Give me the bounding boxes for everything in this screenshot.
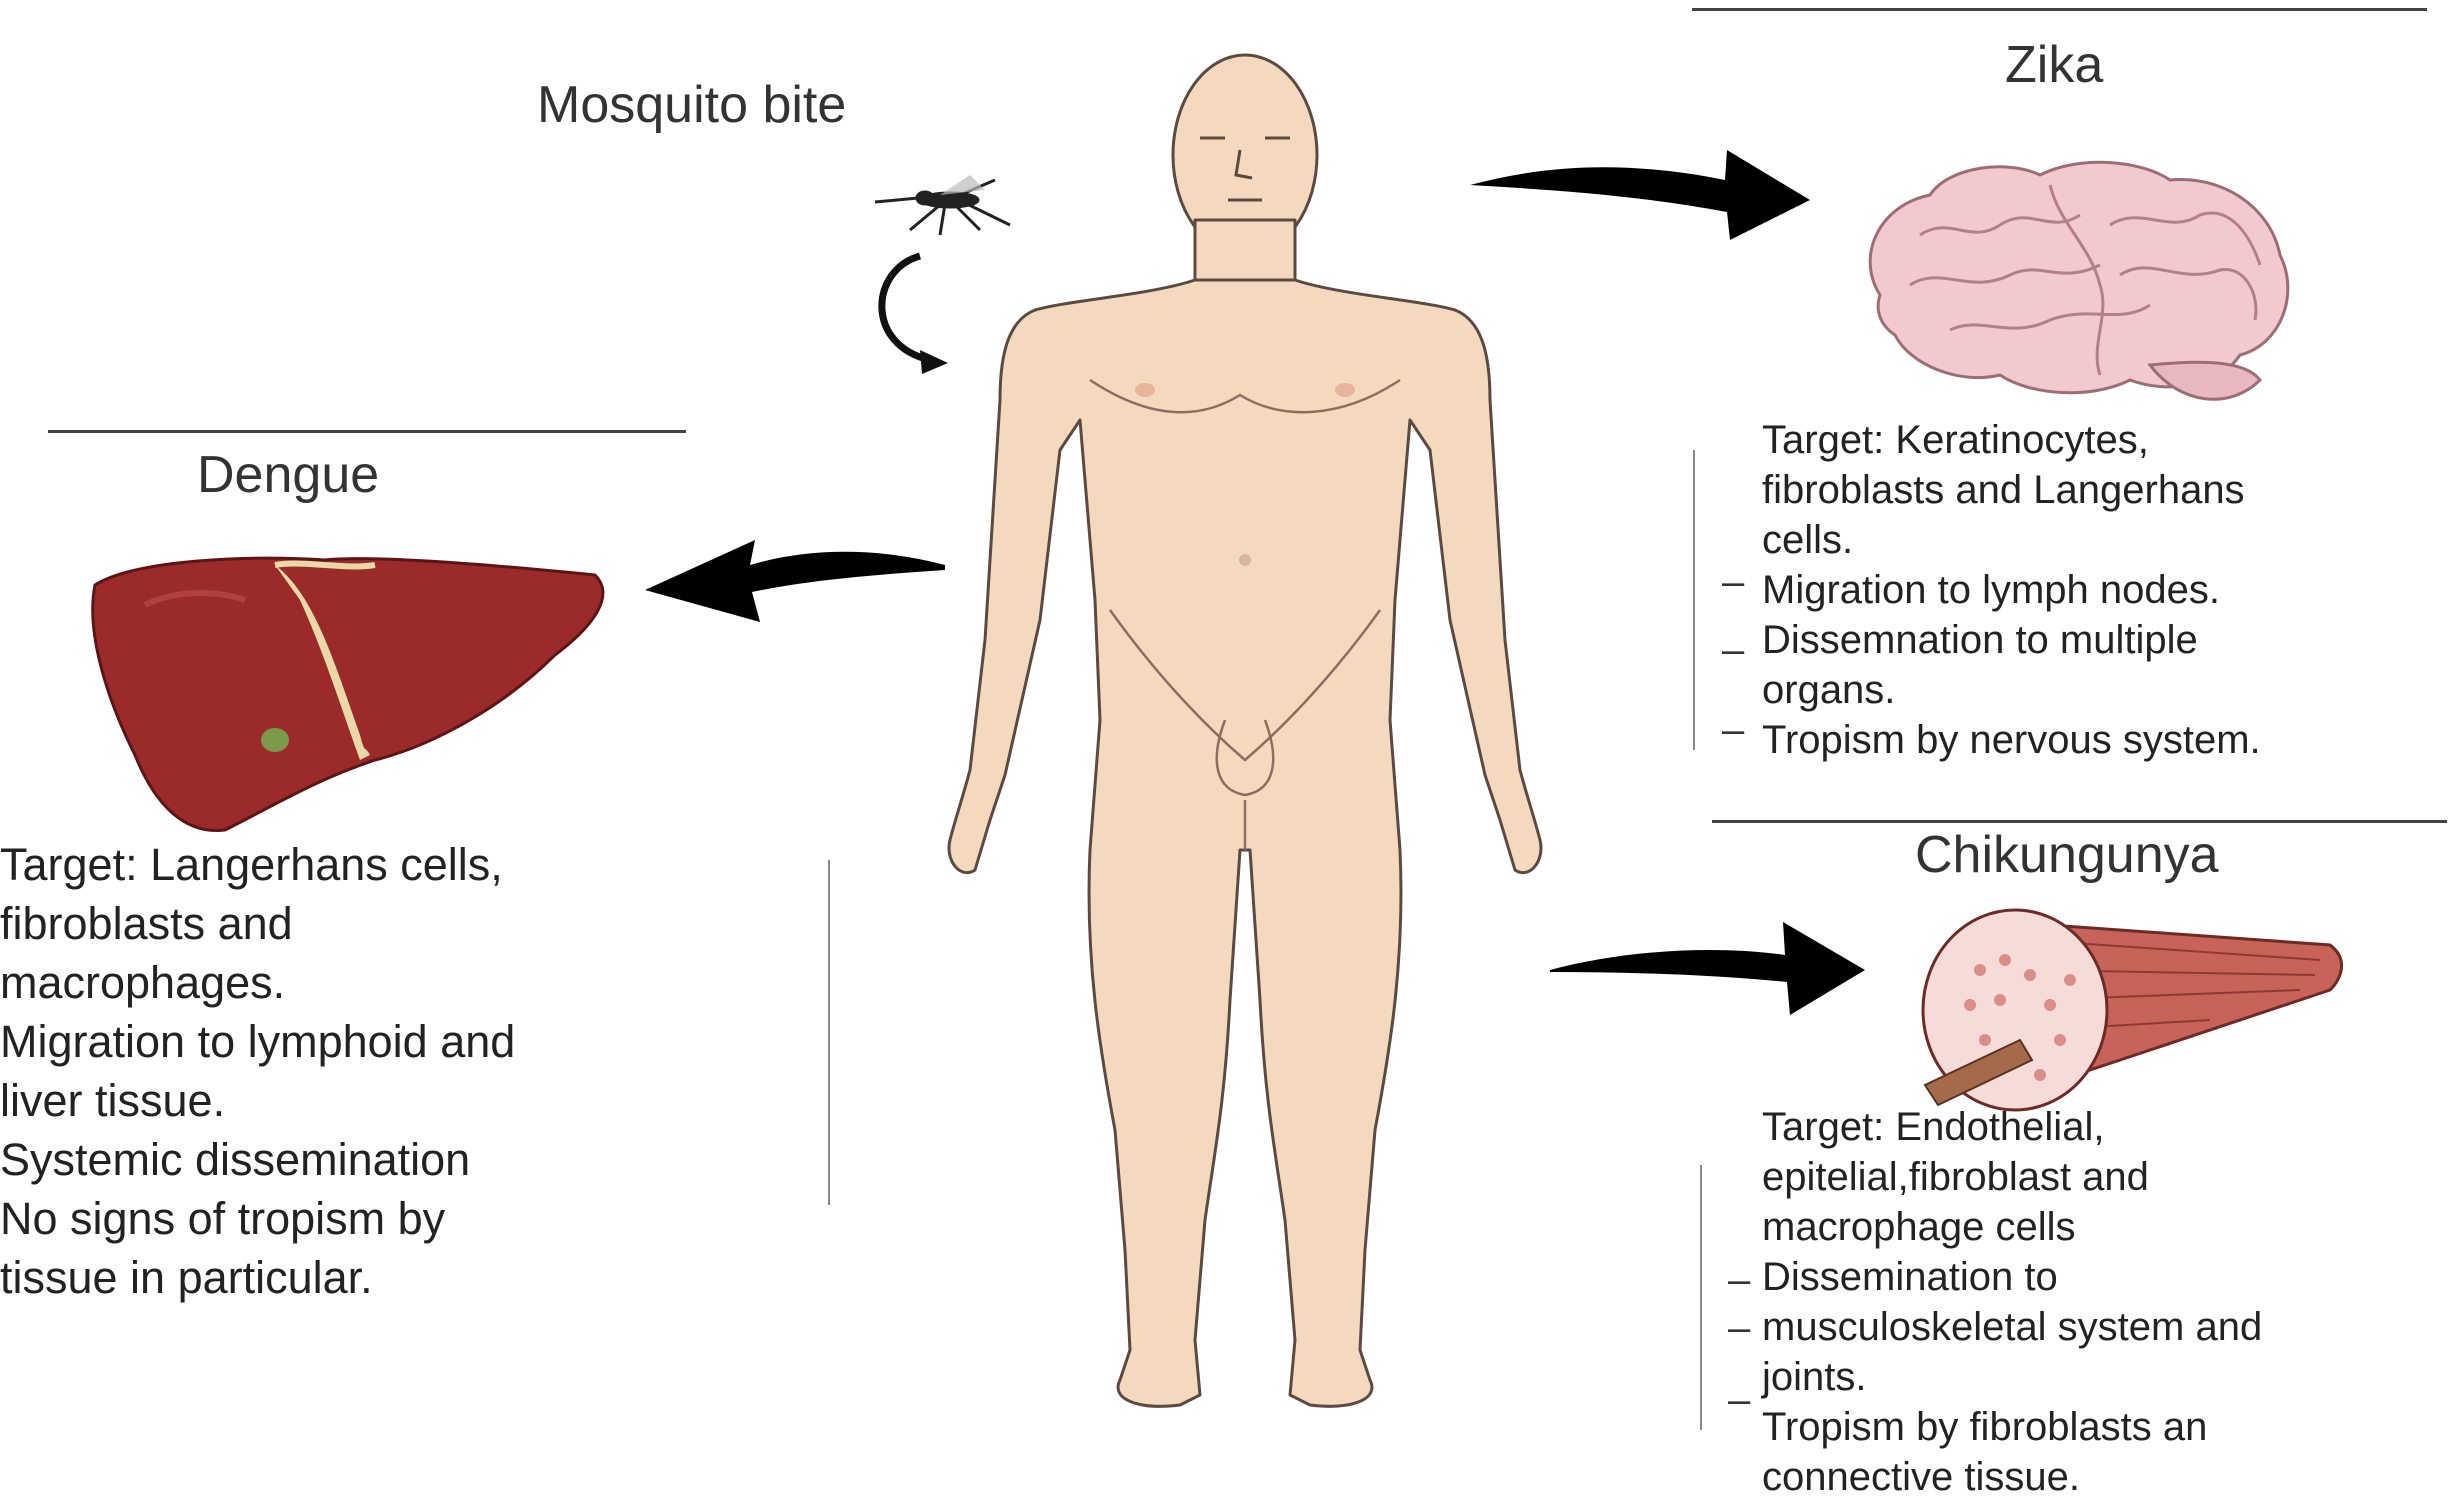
- arrow-to-zika: [1470, 150, 1810, 240]
- chikungunya-line: epitelial,fibroblast and: [1762, 1155, 2149, 1199]
- zika-dash: –: [1722, 560, 1745, 604]
- zika-heading-rule: [1692, 8, 2427, 11]
- dengue-line: No signs of tropism by: [0, 1193, 446, 1244]
- chikungunya-line: connective tissue.: [1762, 1455, 2080, 1499]
- arrow-to-chikungunya: [1550, 922, 1865, 1015]
- bite-curve-arrow: [878, 252, 948, 374]
- dengue-title: Dengue: [197, 446, 380, 504]
- chikungunya-dash: –: [1728, 1378, 1751, 1422]
- dengue-line: tissue in particular.: [0, 1252, 373, 1303]
- dengue-line: Migration to lymphoid and: [0, 1016, 516, 1067]
- dengue-line: Systemic dissemination: [0, 1134, 471, 1185]
- chikungunya-dash: –: [1728, 1258, 1751, 1302]
- zika-line: Dissemnation to multiple: [1762, 618, 2198, 662]
- chikungunya-heading-rule: [1712, 820, 2447, 823]
- zika-line: cells.: [1762, 518, 1854, 562]
- dengue-line: liver tissue.: [0, 1075, 226, 1126]
- zika-line: fibroblasts and Langerhans: [1762, 468, 2245, 512]
- dengue-bracket: [820, 860, 830, 1205]
- zika-bracket: [1693, 450, 1705, 750]
- liver-icon: [91, 556, 605, 833]
- arrow-to-dengue: [645, 540, 945, 622]
- chikungunya-line: macrophage cells: [1762, 1205, 2076, 1249]
- chikungunya-bracket: [1700, 1165, 1712, 1430]
- mosquito-bite-label: Mosquito bite: [537, 76, 847, 134]
- chikungunya-line: musculoskeletal system and: [1762, 1305, 2263, 1349]
- zika-description: Target: Keratinocytes, fibroblasts and L…: [1762, 415, 2261, 765]
- chikungunya-line: Tropism by fibroblasts an: [1762, 1405, 2208, 1449]
- dengue-line: fibroblasts and: [0, 898, 293, 949]
- zika-line: Tropism by nervous system.: [1762, 718, 2261, 762]
- brain-icon: [1868, 160, 2290, 401]
- chikungunya-description: Target: Endothelial, epitelial,fibroblas…: [1762, 1102, 2262, 1502]
- zika-title: Zika: [2005, 36, 2104, 94]
- zika-dash: –: [1722, 628, 1745, 672]
- dengue-line: macrophages.: [0, 957, 286, 1008]
- mosquito-icon: [874, 175, 1011, 236]
- dengue-line: Target: Langerhans cells,: [0, 839, 503, 890]
- chikungunya-dash: –: [1728, 1306, 1751, 1350]
- chikungunya-line: Target: Endothelial,: [1762, 1105, 2105, 1149]
- zika-line: organs.: [1762, 668, 1896, 712]
- chikungunya-title: Chikungunya: [1915, 826, 2219, 884]
- chikungunya-line: Dissemination to: [1762, 1255, 2058, 1299]
- chikungunya-line: joints.: [1762, 1355, 1867, 1399]
- dengue-description: Target: Langerhans cells, fibroblasts an…: [0, 835, 515, 1307]
- muscle-icon: [1921, 908, 2343, 1112]
- dengue-heading-rule: [48, 430, 686, 433]
- zika-line: Migration to lymph nodes.: [1762, 568, 2221, 612]
- zika-line: Target: Keratinocytes,: [1762, 418, 2149, 462]
- zika-dash: –: [1722, 708, 1745, 752]
